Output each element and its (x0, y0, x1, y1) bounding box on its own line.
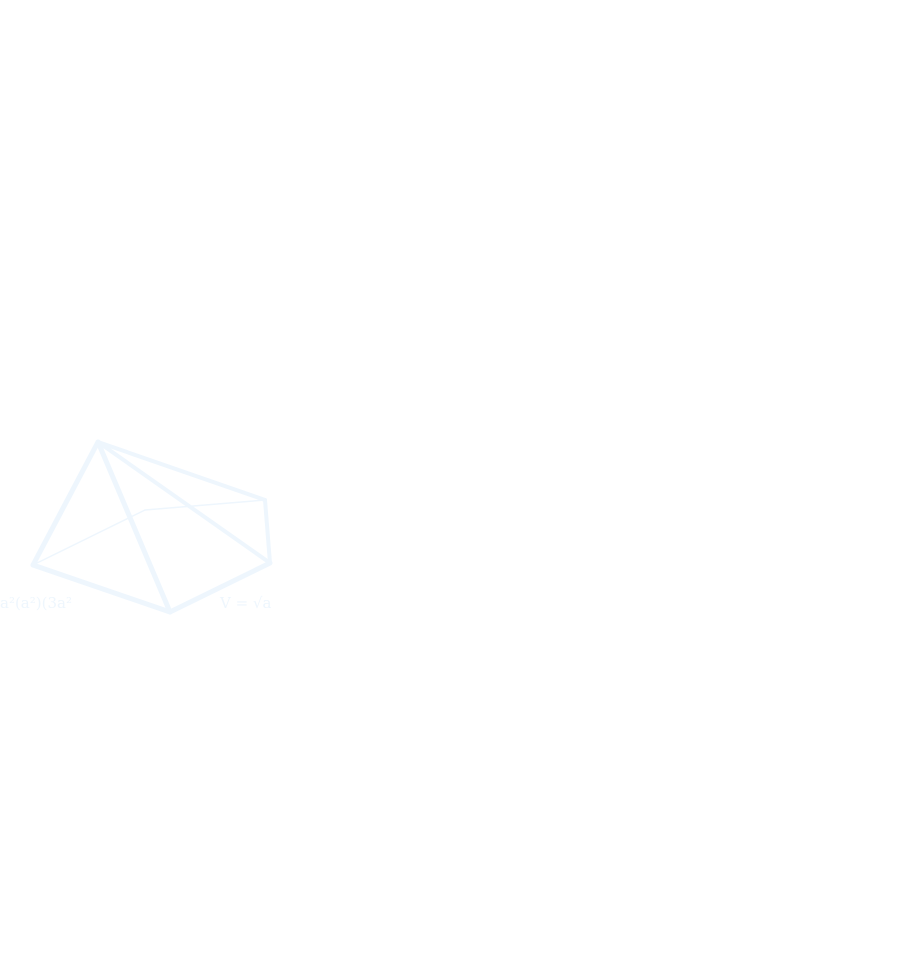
pyramid-watermark: a²(a²)(3a² V = √a (0, 425, 300, 625)
pyramid-edge (30, 439, 101, 568)
pyramid-edge (30, 562, 173, 615)
pyramid-hidden-edge (144, 499, 266, 511)
pyramid-hidden-edge (32, 509, 146, 566)
pyramid-edge (96, 440, 272, 565)
pyramid-wireframe-icon: a²(a²)(3a² V = √a (0, 439, 273, 615)
pyramid-edge (263, 498, 272, 565)
watermark-left-label: a²(a²)(3a² (0, 594, 72, 612)
pyramid-edge (167, 560, 273, 615)
pyramid-edge (95, 439, 173, 615)
watermark-right-label: V = √a (219, 594, 271, 612)
pyramid-edge (96, 440, 267, 502)
